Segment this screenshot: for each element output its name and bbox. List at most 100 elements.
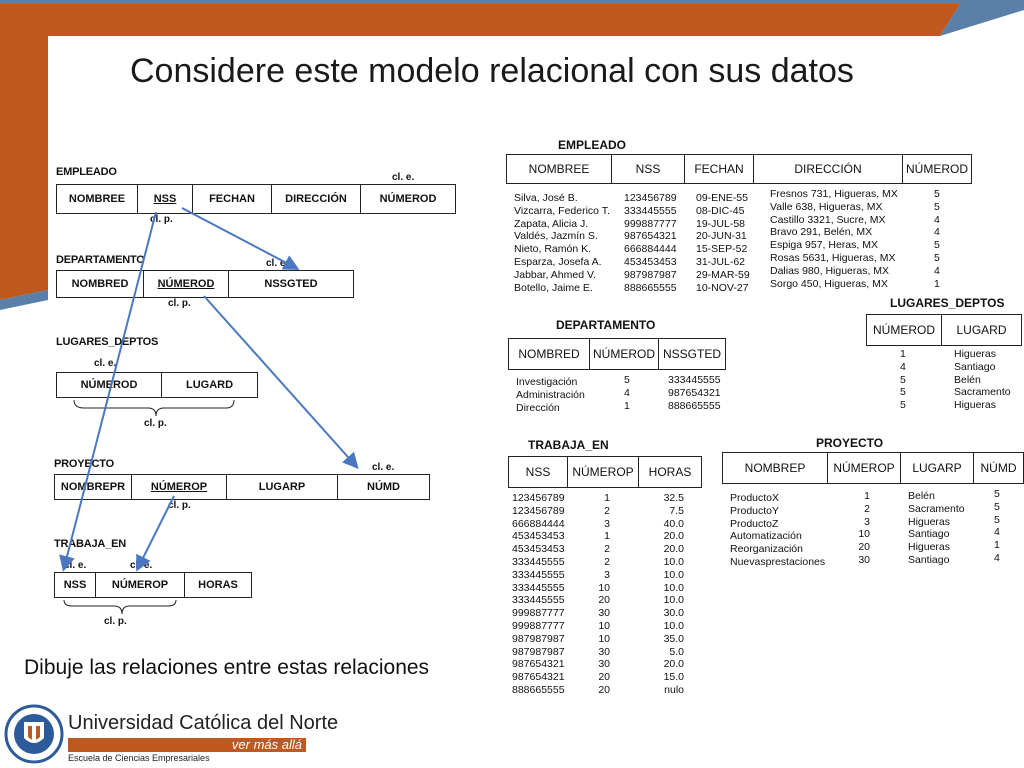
column-header: FECHAN (685, 155, 754, 183)
table-cell: 333445555 (512, 555, 565, 568)
table-cell: Higueras (954, 348, 997, 360)
table-cell: 4 (934, 213, 940, 226)
column-header: LUGARD (956, 323, 1007, 337)
table-cell: 2 (864, 502, 870, 515)
column-header: NOMBRED (509, 339, 590, 369)
table-cell: Valle 638, Higueras, MX (770, 200, 883, 213)
schema-field: NOMBRED (57, 271, 144, 297)
table-cell: Nuevasprestaciones (730, 555, 826, 568)
schema-field: NSS (55, 573, 96, 597)
schema-departamento-fk-note: cl. e. (266, 258, 289, 269)
table-cell: 333445555 (512, 568, 565, 581)
column-header: NÚMEROD (590, 339, 659, 369)
column-header: NÚMEROP (568, 457, 639, 487)
table-cell: 999887777 (512, 607, 565, 620)
proyecto-col-nombre: ProductoX ProductoY ProductoZ Automatiza… (730, 492, 825, 569)
table-cell: 987987987 (512, 645, 565, 658)
slide-title: Considere este modelo relacional con sus… (130, 52, 854, 90)
table-cell: 4 (994, 551, 1000, 564)
column-header: NOMBREE (507, 155, 612, 183)
table-cell: 5 (994, 488, 1000, 500)
university-tagline: ver más allá (68, 738, 306, 752)
table-cell: 10.0 (663, 594, 684, 607)
data-departamento-header: NOMBRED NÚMEROD NSSGTED (508, 338, 726, 370)
data-empleado-header: NOMBREE NSS FECHAN DIRECCIÓN NÚMEROD (506, 154, 972, 184)
trabaja-col-horas: 32.5 7.5 40.0 20.0 20.0 10.0 10.0 10.0 1… (654, 492, 684, 697)
table-cell: 10 (598, 632, 610, 645)
schema-field: NSS (138, 185, 193, 213)
column-header: NÚMEROD (867, 315, 942, 345)
table-cell: ProductoY (730, 504, 780, 517)
schema-proyecto-pk-note: cl. p. (168, 500, 191, 511)
university-name: Universidad Católica del Norte (68, 712, 339, 734)
table-cell: 666884444 (512, 517, 565, 530)
table-cell: 123456789 (512, 492, 565, 504)
table-cell: 888665555 (668, 399, 721, 412)
schema-proyecto-box: NOMBREPR NÚMEROP LUGARP NÚMD (54, 474, 430, 500)
column-header: NSS (509, 457, 568, 487)
data-lugares-title: LUGARES_DEPTOS (890, 296, 1005, 310)
empleado-col-nombre: Silva, José B. Vizcarra, Federico T. Zap… (514, 192, 610, 294)
table-cell: Zapata, Alicia J. (514, 217, 589, 230)
proyecto-col-lugar: Belén Sacramento Higueras Santiago Higue… (908, 490, 965, 567)
table-cell: Dalias 980, Higueras, MX (770, 264, 890, 277)
schema-field: DIRECCIÓN (272, 185, 361, 213)
table-cell: 123456789 (624, 192, 677, 204)
table-cell: Administración (516, 388, 585, 401)
table-cell: 1 (864, 490, 870, 502)
table-cell: 5 (624, 374, 630, 386)
table-cell: 15.0 (663, 671, 684, 684)
table-cell: Nieto, Ramón K. (514, 243, 592, 256)
table-cell: 20-JUN-31 (696, 230, 747, 243)
schema-lugares-pk-note: cl. p. (144, 418, 167, 429)
table-cell: 10 (598, 619, 610, 632)
table-cell: ProductoZ (730, 517, 779, 530)
schema-lugares-box: NÚMEROD LUGARD (56, 372, 258, 398)
schema-trabaja-label: TRABAJA_EN (54, 538, 126, 550)
schema-proyecto-label: PROYECTO (54, 458, 114, 470)
table-cell: ProductoX (730, 492, 780, 504)
table-cell: 333445555 (668, 374, 721, 386)
schema-trabaja-pk-note: cl. p. (104, 616, 127, 627)
table-cell: 3 (864, 515, 870, 528)
schema-field: LUGARP (227, 475, 338, 499)
schema-field: HORAS (198, 579, 238, 591)
table-cell: 20 (598, 683, 610, 696)
table-cell: 999887777 (512, 619, 565, 632)
table-cell: 333445555 (512, 594, 565, 607)
table-cell: 333445555 (624, 204, 677, 217)
table-cell: 987987987 (624, 268, 677, 281)
table-cell: 333445555 (512, 581, 565, 594)
table-cell: Espiga 957, Heras, MX (770, 239, 878, 252)
table-cell: 2 (604, 504, 610, 517)
table-cell: Reorganización (730, 543, 803, 556)
column-header: NÚMEROP (828, 453, 901, 483)
table-cell: 20 (858, 541, 870, 554)
table-cell: 453453453 (512, 543, 565, 556)
table-cell: 32.5 (663, 492, 684, 504)
schema-field: FECHAN (193, 185, 272, 213)
table-cell: 1 (604, 492, 610, 504)
empleado-col-numerod: 5 5 4 4 5 5 4 1 (934, 188, 940, 290)
table-cell: 20 (598, 594, 610, 607)
schema-field: NÚMEROP (132, 475, 227, 499)
data-proyecto-header: NOMBREP NÚMEROP LUGARP NÚMD (722, 452, 1024, 484)
table-cell: 10.0 (663, 581, 684, 594)
empleado-col-fechan: 09-ENE-55 08-DIC-45 19-JUL-58 20-JUN-31 … (696, 192, 750, 294)
schema-lugares-pk-bracket (73, 399, 235, 417)
table-cell: 987654321 (512, 658, 565, 671)
schema-field: NÚMEROD (144, 271, 229, 297)
table-cell: 30.0 (663, 607, 684, 620)
table-cell: 987654321 (668, 386, 721, 399)
table-cell: Jabbar, Ahmed V. (514, 268, 596, 281)
table-cell: 35.0 (663, 632, 684, 645)
data-empleado-title: EMPLEADO (558, 138, 627, 152)
table-cell: 31-JUL-62 (696, 255, 746, 268)
schema-lugares-label: LUGARES_DEPTOS (56, 336, 159, 348)
proyecto-col-numd: 5 5 5 4 1 4 (994, 488, 1000, 565)
table-cell: Silva, José B. (514, 192, 578, 204)
table-cell: Santiago (908, 553, 950, 566)
instruction-text: Dibuje las relaciones entre estas relaci… (24, 656, 430, 679)
table-cell: 5 (934, 200, 940, 213)
